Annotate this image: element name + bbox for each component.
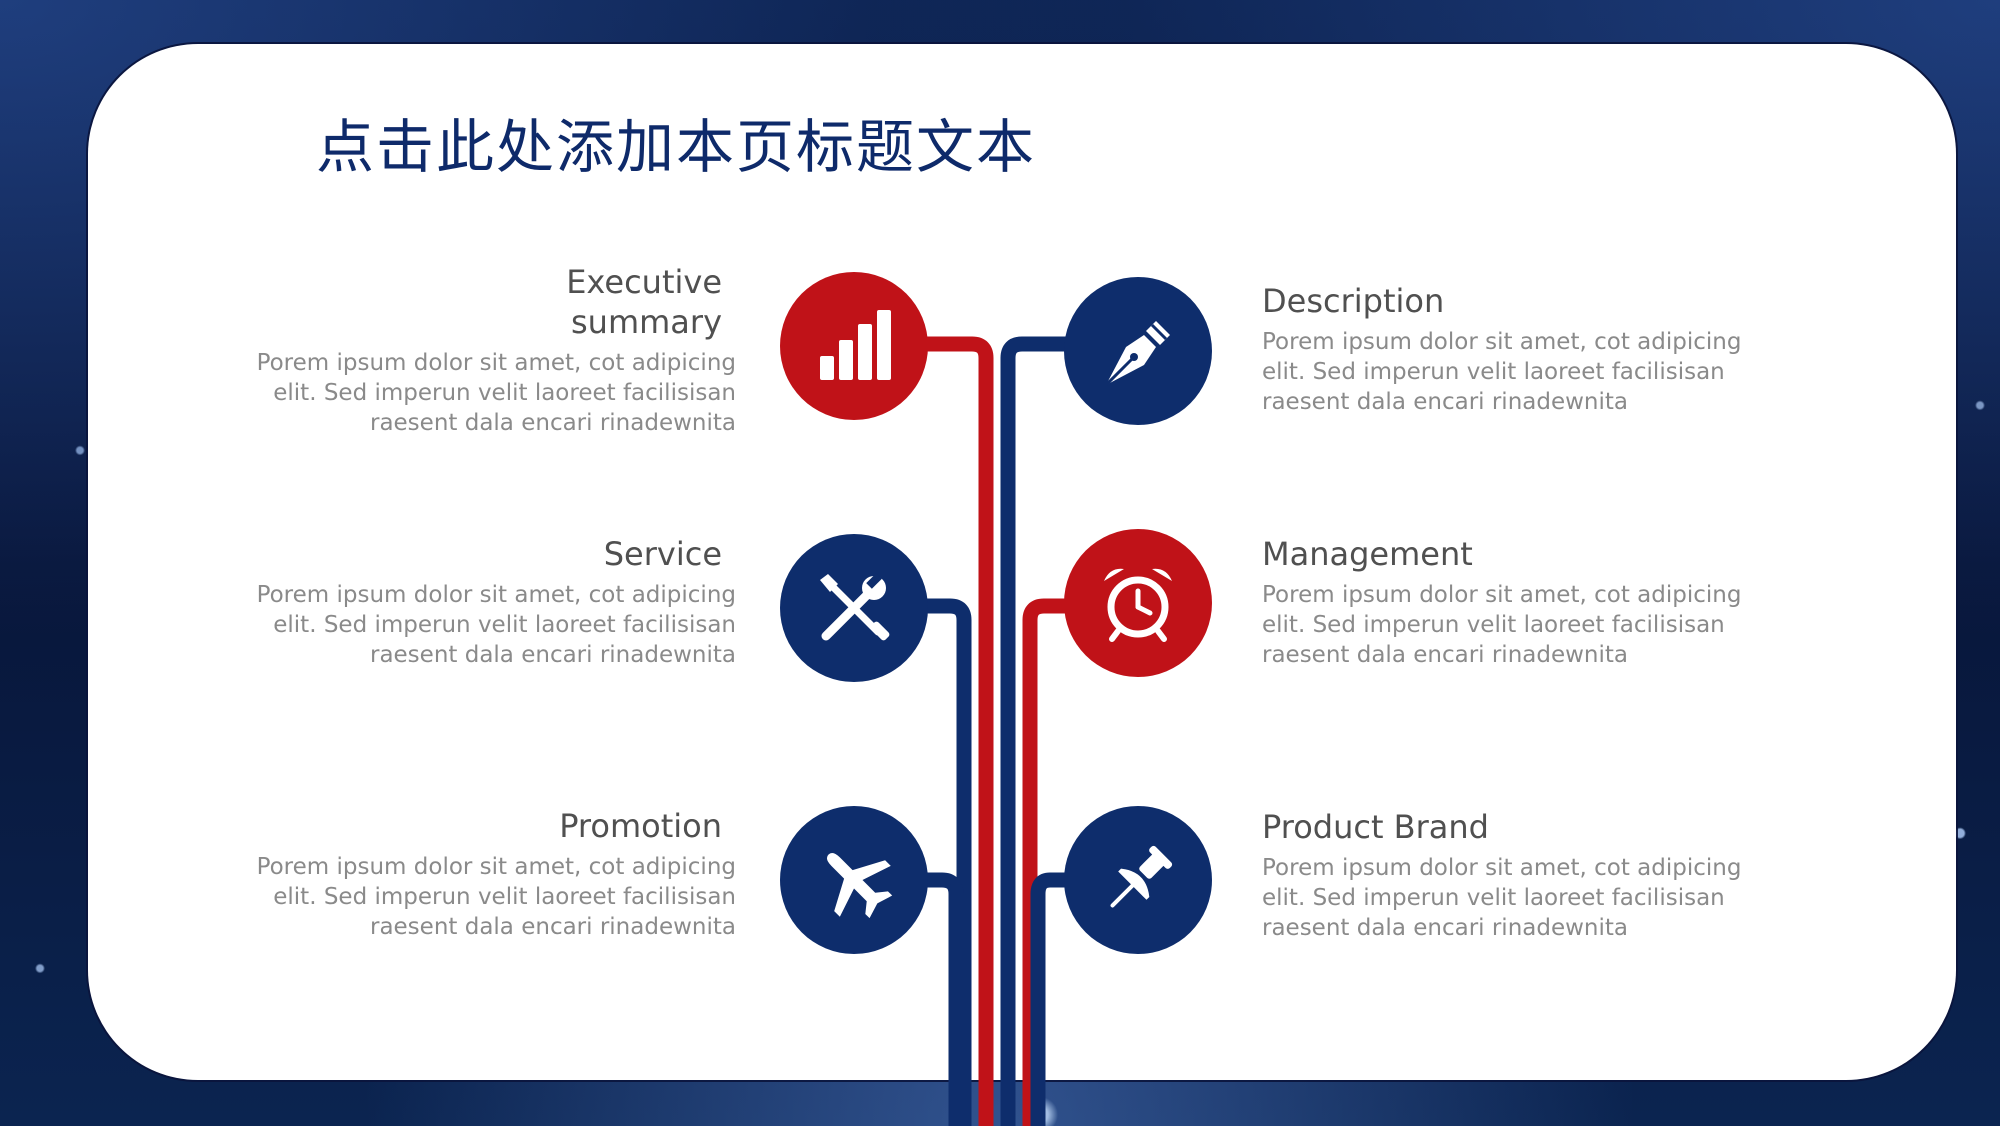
connector-product-brand <box>1030 872 1070 1126</box>
item-management: Management Porem ipsum dolor sit amet, c… <box>1262 534 1742 670</box>
item-executive-summary: Executive summary Porem ipsum dolor sit … <box>256 262 736 438</box>
item-description: Porem ipsum dolor sit amet, cot adipicin… <box>256 854 736 940</box>
item-title: Management <box>1262 535 1473 573</box>
promotion-badge[interactable] <box>780 806 928 954</box>
item-title: Service <box>603 535 722 573</box>
tools-icon <box>820 573 890 641</box>
item-promotion: Promotion Porem ipsum dolor sit amet, co… <box>256 806 736 942</box>
item-description-block: Description Porem ipsum dolor sit amet, … <box>1262 281 1742 417</box>
item-product-brand: Product Brand Porem ipsum dolor sit amet… <box>1262 807 1742 943</box>
item-title: Product Brand <box>1262 808 1489 846</box>
airplane-icon <box>826 852 893 919</box>
pen-nib-icon <box>1104 321 1170 387</box>
item-title: Description <box>1262 282 1445 320</box>
connector-executive-summary <box>924 336 994 1126</box>
connector-description <box>1000 336 1070 1126</box>
content-panel <box>88 44 1956 1080</box>
item-description: Porem ipsum dolor sit amet, cot adipicin… <box>256 582 736 668</box>
executive-summary-badge[interactable] <box>780 272 928 420</box>
item-description: Porem ipsum dolor sit amet, cot adipicin… <box>256 350 736 436</box>
connector-promotion <box>924 872 964 1126</box>
connector-service <box>924 598 972 1126</box>
item-description: Porem ipsum dolor sit amet, cot adipicin… <box>1262 855 1742 941</box>
alarm-clock-icon <box>1104 568 1172 642</box>
item-service: Service Porem ipsum dolor sit amet, cot … <box>256 534 736 670</box>
page-title[interactable]: 点击此处添加本页标题文本 <box>316 113 1037 181</box>
item-description: Porem ipsum dolor sit amet, cot adipicin… <box>1262 582 1742 668</box>
description-badge[interactable] <box>1064 277 1212 425</box>
management-badge[interactable] <box>1064 529 1212 677</box>
pushpin-icon <box>1110 845 1173 908</box>
service-badge[interactable] <box>780 534 928 682</box>
connector-management <box>1022 598 1070 1126</box>
item-description: Porem ipsum dolor sit amet, cot adipicin… <box>1262 329 1742 415</box>
item-title: Executive summary <box>566 263 722 341</box>
item-title: Promotion <box>559 807 722 845</box>
product-brand-badge[interactable] <box>1064 806 1212 954</box>
bar-chart-icon <box>820 310 891 380</box>
